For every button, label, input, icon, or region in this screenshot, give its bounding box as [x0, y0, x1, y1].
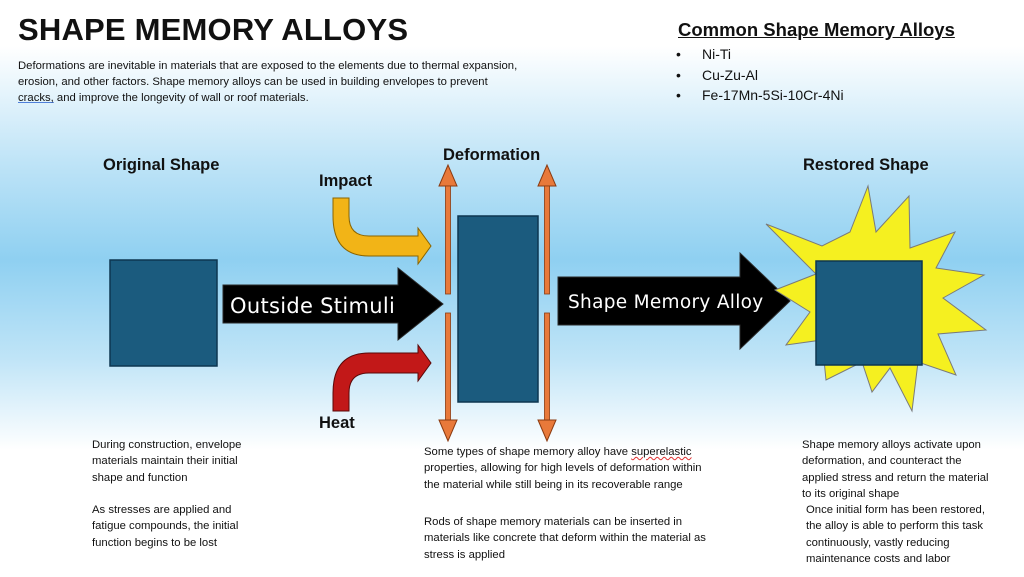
common-alloys-title: Common Shape Memory Alloys	[678, 19, 955, 40]
intro-underlined-word: cracks,	[18, 92, 54, 104]
restored-text: Once initial form has been restored, the…	[806, 504, 985, 565]
superelastic-word: superelastic	[631, 446, 692, 458]
deformed-block	[457, 215, 539, 403]
shape-memory-alloy-arrow	[557, 251, 791, 351]
shape-memory-alloy-label: Shape Memory Alloy	[568, 292, 764, 313]
heat-label: Heat	[319, 414, 355, 432]
alloy-name: Cu-Zu-Al	[702, 66, 759, 83]
outside-stimuli-label: Outside Stimuli	[230, 294, 395, 318]
intro-paragraph: Deformations are inevitable in materials…	[18, 58, 518, 106]
impact-arrow	[332, 197, 432, 266]
intro-text-1: Deformations are inevitable in materials…	[18, 60, 518, 88]
alloy-name: Fe-17Mn-5Si-10Cr-4Ni	[702, 87, 844, 104]
intro-text-2: and improve the longevity of wall or roo…	[53, 92, 309, 104]
restored-shape-label: Restored Shape	[803, 156, 929, 174]
activate-text: Shape memory alloys activate upon deform…	[802, 439, 989, 500]
bullet-icon: •	[676, 46, 681, 63]
page-title: SHAPE MEMORY ALLOYS	[18, 12, 409, 47]
construction-text: During construction, envelope materials …	[92, 439, 242, 484]
alloy-name: Ni-Ti	[702, 46, 732, 63]
bullet-icon: •	[676, 87, 681, 104]
bullet-icon: •	[676, 66, 681, 83]
original-shape-block	[109, 259, 218, 367]
restored-shape-block	[815, 260, 923, 366]
left-rod-arrow	[438, 163, 458, 443]
deformation-label: Deformation	[443, 146, 541, 164]
rods-text: Rods of shape memory materials can be in…	[424, 516, 706, 561]
right-rod-arrow	[537, 163, 557, 443]
superelastic-text-2: properties, allowing for high levels of …	[424, 462, 702, 491]
alloy-list: • Ni-Ti • Cu-Zu-Al • Fe-17Mn-5Si-10Cr-4Ni	[676, 44, 844, 106]
outside-stimuli-arrow	[222, 266, 444, 342]
impact-label: Impact	[319, 172, 373, 190]
heat-arrow	[332, 343, 432, 412]
list-item: • Cu-Zu-Al	[676, 65, 844, 86]
superelastic-text-1: Some types of shape memory alloy have	[424, 446, 632, 458]
list-item: • Ni-Ti	[676, 44, 844, 65]
stresses-text: As stresses are applied and fatigue comp…	[92, 504, 239, 549]
superelastic-text: Some types of shape memory alloy have su…	[424, 444, 709, 493]
list-item: • Fe-17Mn-5Si-10Cr-4Ni	[676, 85, 844, 106]
original-shape-label: Original Shape	[103, 156, 220, 174]
